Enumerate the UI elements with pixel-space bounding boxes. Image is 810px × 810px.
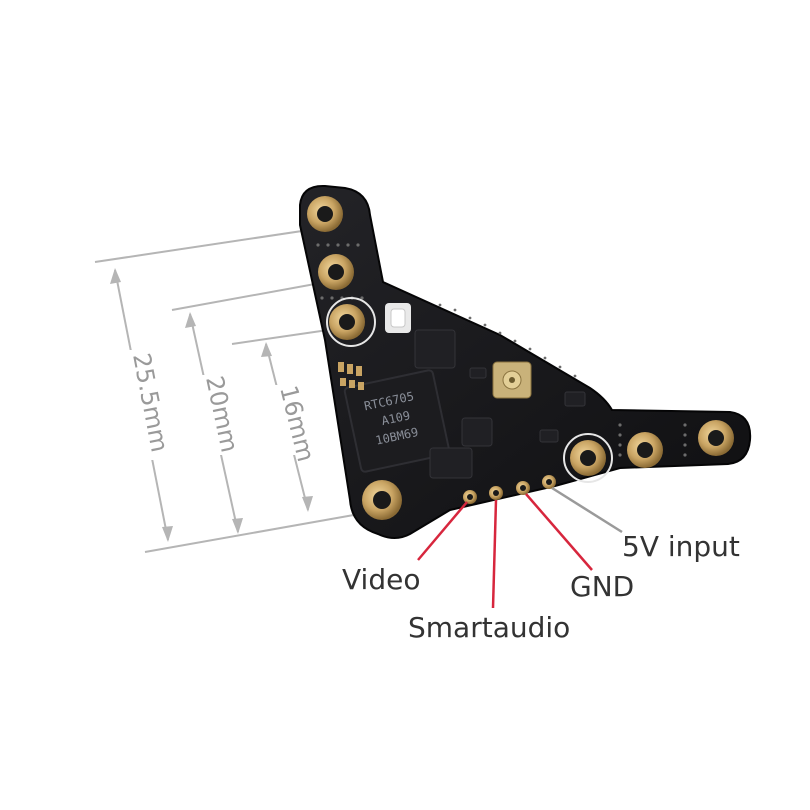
push-button (385, 303, 411, 333)
capacitor (539, 429, 559, 443)
arrowhead (261, 342, 272, 357)
dim-extension-top-2 (171, 281, 327, 311)
arrowhead (162, 526, 173, 542)
pin-smartaudio (489, 486, 503, 500)
dim-label-bg (275, 385, 303, 455)
pad-silkscreen-rings (326, 297, 613, 483)
pin-video (463, 490, 477, 504)
led-pads (338, 362, 364, 390)
leader-video (417, 501, 468, 561)
capacitor (469, 367, 487, 379)
label-smartaudio: Smartaudio (408, 611, 570, 644)
leader-smartaudio (491, 499, 498, 609)
rtc6705-chip: RTC6705 A109 10BM69 (343, 369, 451, 473)
label-video: Video (342, 563, 420, 596)
leader-5v (551, 486, 623, 534)
dimension-label-group: 25.5mm 20mm 16mm (127, 350, 320, 464)
secondary-components (414, 329, 586, 479)
dim-label-bg (200, 375, 230, 455)
arrowhead (185, 312, 196, 328)
leader-gnd (525, 493, 593, 571)
pin-labels: Video Smartaudio GND 5V input (342, 530, 740, 644)
dim-extension-top-3 (231, 329, 329, 345)
dim-extension-top-1 (94, 227, 323, 263)
dim-extension-bottom (144, 509, 383, 553)
pad-right-1 (570, 440, 606, 476)
pad-right-2 (627, 432, 663, 468)
dimension-arrowheads (110, 268, 313, 542)
arrowhead (302, 496, 313, 512)
pad-top-3 (329, 304, 365, 340)
mounting-pads (307, 196, 734, 520)
pin-gnd (516, 481, 530, 495)
vtx-board: RTC6705 A109 10BM69 (299, 184, 752, 539)
dim-label-bg (128, 350, 158, 460)
pad-top-1 (307, 196, 343, 232)
chip-marking-line2: A109 (380, 408, 411, 428)
signal-pins (463, 475, 556, 504)
ufl-antenna-connector (492, 361, 532, 399)
leader-lines (417, 486, 623, 609)
arrowhead (110, 268, 121, 284)
ic-chip (429, 447, 473, 479)
ic-chip (461, 417, 493, 447)
capacitor (564, 391, 586, 407)
pad-bottom-left (362, 480, 402, 520)
arrowhead (232, 518, 243, 534)
pad-right-3 (698, 420, 734, 456)
pin-5v (542, 475, 556, 489)
label-gnd: GND (570, 570, 634, 603)
label-5v-input: 5V input (622, 530, 740, 563)
ic-chip (414, 329, 456, 369)
pad-top-2 (318, 254, 354, 290)
